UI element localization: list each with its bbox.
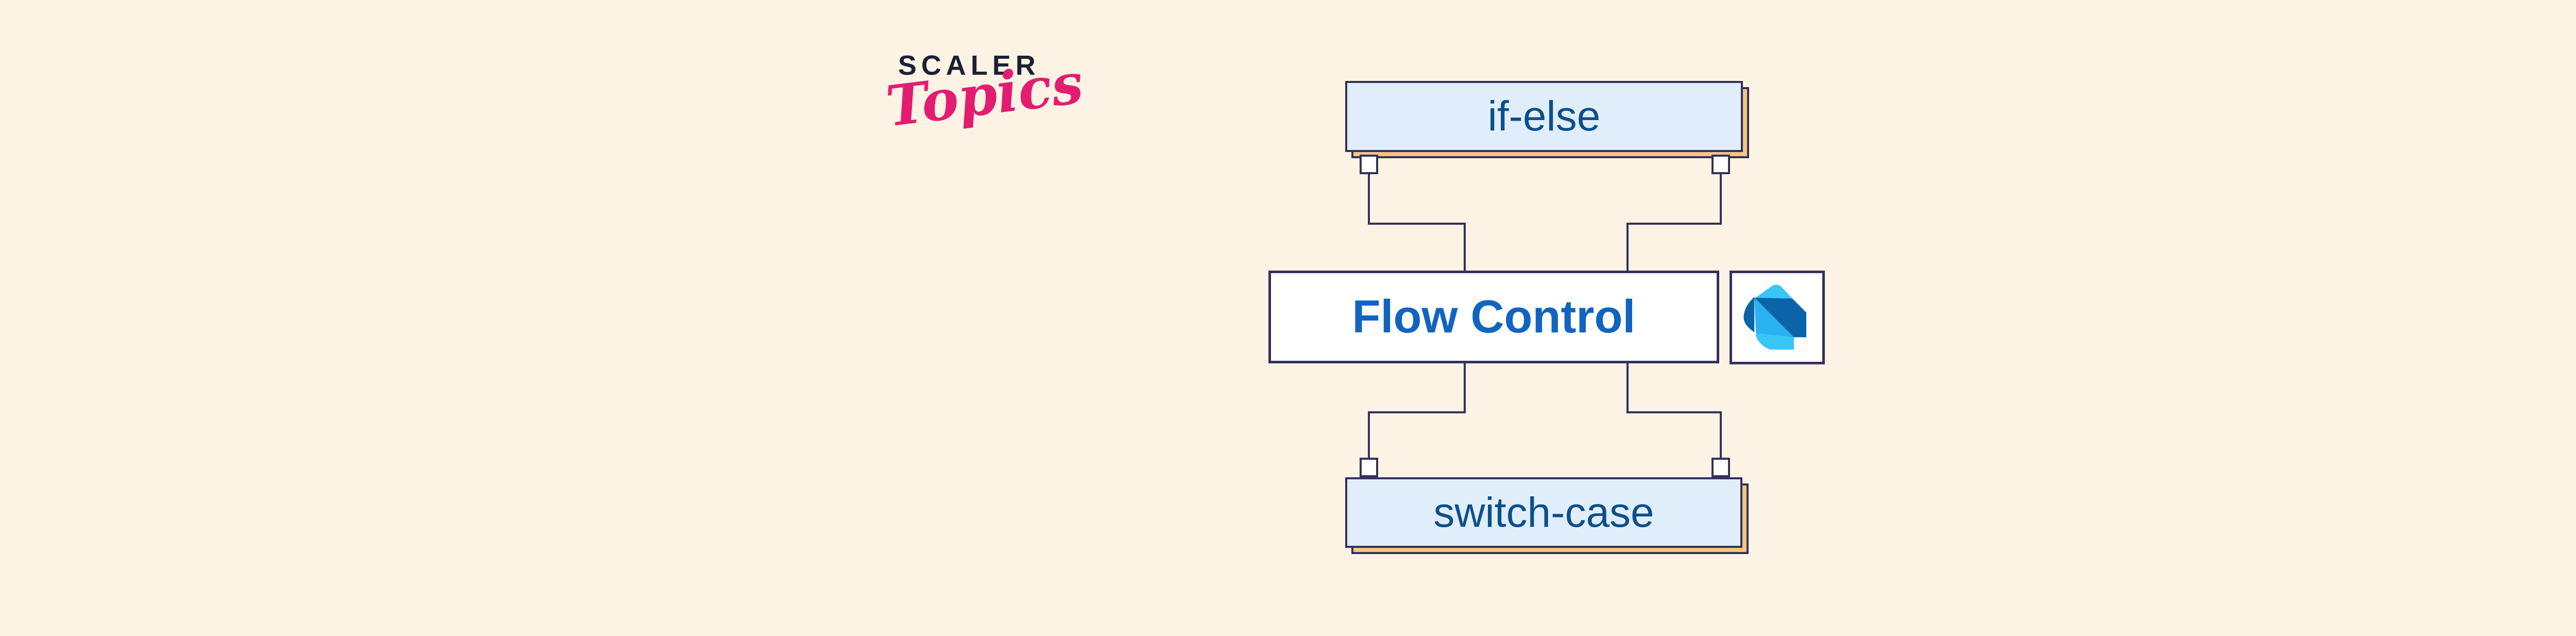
connector-bottom-left-horizontal <box>1368 411 1466 413</box>
port-if-else-left <box>1360 155 1378 174</box>
connector-bottom-right-vertical-1 <box>1626 362 1629 413</box>
flow-control-label: Flow Control <box>1352 291 1636 343</box>
connector-bottom-left-vertical-2 <box>1368 411 1370 460</box>
logo-brand-text: SCALER <box>898 50 1041 81</box>
node-switch-case: switch-case <box>1345 477 1742 548</box>
connector-bottom-left-vertical-1 <box>1464 362 1466 413</box>
connector-top-right-vertical-2 <box>1626 223 1629 272</box>
node-if-else: if-else <box>1345 81 1743 152</box>
scaler-topics-logo: SCALER Topics <box>876 46 1087 160</box>
dart-logo-icon <box>1743 284 1806 350</box>
connector-top-left-vertical-1 <box>1368 173 1370 225</box>
port-if-else-right <box>1711 155 1730 174</box>
node-flow-control: Flow Control <box>1268 271 1719 363</box>
switch-case-label: switch-case <box>1433 489 1654 536</box>
connector-top-left-vertical-2 <box>1464 223 1466 272</box>
node-dart-logo <box>1730 271 1825 364</box>
connector-bottom-right-horizontal <box>1626 411 1722 413</box>
port-switch-case-right <box>1711 458 1730 477</box>
connector-top-right-vertical-1 <box>1720 173 1722 225</box>
port-switch-case-left <box>1360 458 1378 477</box>
connector-top-right-horizontal <box>1626 223 1722 225</box>
if-else-label: if-else <box>1487 93 1601 140</box>
connector-top-left-horizontal <box>1368 223 1466 225</box>
connector-bottom-right-vertical-2 <box>1720 411 1722 460</box>
